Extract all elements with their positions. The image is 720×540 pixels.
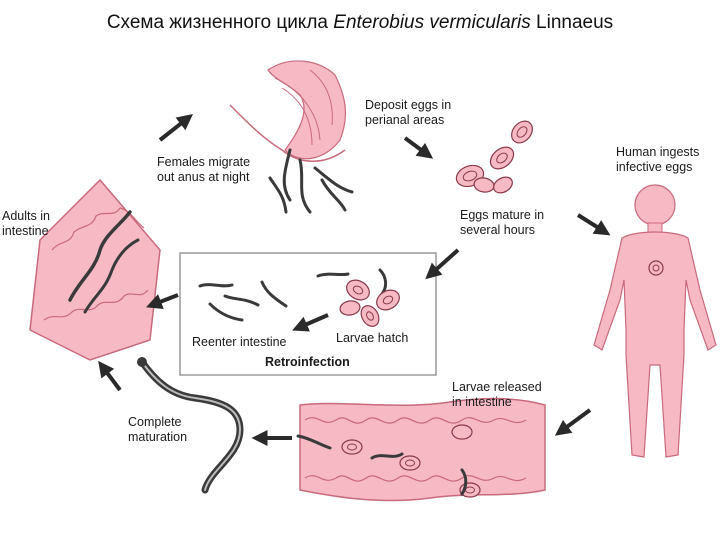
label-eggs-mature: Eggs mature in several hours <box>460 208 548 237</box>
retroinfection-box <box>179 252 437 376</box>
eggs-cluster-top <box>455 120 533 194</box>
label-females-migrate: Females migrate out anus at night <box>157 155 254 184</box>
label-human-ingests: Human ingests infective eggs <box>616 145 703 174</box>
retroinfection-eggs <box>339 279 400 327</box>
page-title: Схема жизненного цикла Enterobius vermic… <box>0 12 720 34</box>
title-species: Enterobius vermicularis <box>333 12 531 33</box>
label-deposit-eggs: Deposit eggs in perianal areas <box>365 98 455 127</box>
mature-worm <box>137 357 244 494</box>
label-larvae-hatch: Larvae hatch <box>336 331 408 345</box>
larvae-intestine-illustration <box>296 397 546 502</box>
label-retroinfection: Retroinfection <box>265 355 350 369</box>
arrow-to-adults <box>146 293 179 310</box>
arrow-to-retroinfection <box>425 248 460 280</box>
arrow-reenter <box>292 313 329 332</box>
label-reenter-intestine: Reenter intestine <box>192 335 287 349</box>
title-suffix: Linnaeus <box>530 12 614 33</box>
label-complete-maturation: Complete maturation <box>128 415 187 444</box>
label-adults-intestine: Adults in intestine <box>2 209 53 238</box>
cycle-arrows <box>98 114 611 446</box>
arrow-to-perianal <box>158 114 194 142</box>
human-figure <box>593 184 717 458</box>
arrow-to-larvae-intestine <box>554 408 592 436</box>
title-prefix: Схема жизненного цикла <box>106 12 334 33</box>
perianal-area-illustration <box>229 60 354 214</box>
retroinfection-larvae <box>198 268 388 322</box>
arrow-to-eggs <box>403 136 434 159</box>
adults-intestine-illustration <box>29 178 161 361</box>
arrow-to-adults-from-worm <box>98 360 122 392</box>
label-larvae-released: Larvae released in intestine <box>452 380 545 409</box>
arrow-to-human <box>576 213 611 236</box>
